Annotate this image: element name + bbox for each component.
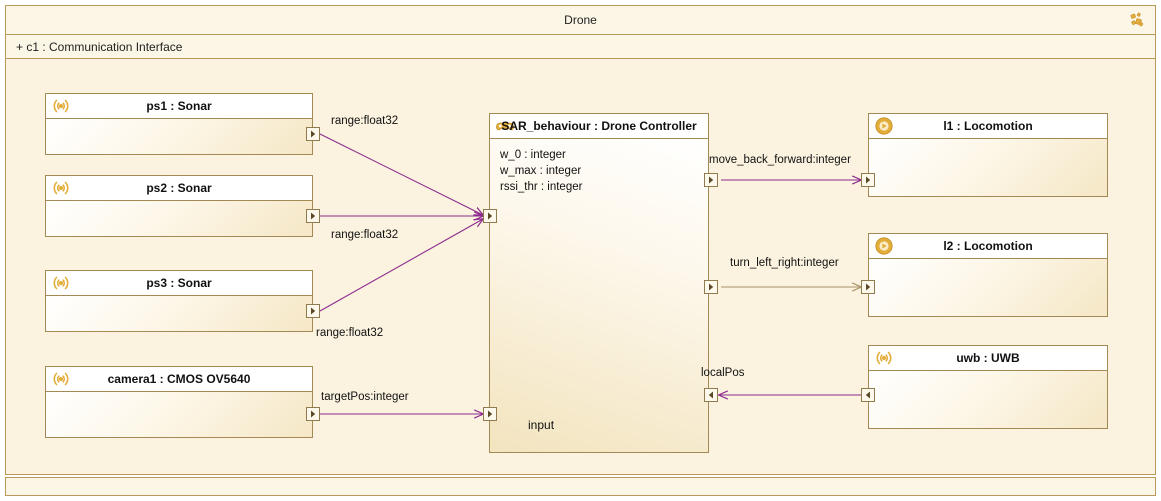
block-l2-header: l2 : Locomotion <box>869 234 1107 259</box>
controller-property: w_max : integer <box>500 165 582 177</box>
gear-icon[interactable] <box>1127 10 1149 32</box>
play-circle-icon <box>873 236 895 256</box>
frame-property-label: + c1 : Communication Interface <box>16 40 183 54</box>
block-ps2-header: ps2 : Sonar <box>46 176 312 201</box>
signal-wave-icon <box>50 273 72 293</box>
block-ps3-label: ps3 : Sonar <box>146 276 212 290</box>
port-controller-turn-out[interactable] <box>704 280 718 294</box>
play-circle-icon <box>873 116 895 136</box>
signal-wave-icon <box>50 96 72 116</box>
block-ps1-header: ps1 : Sonar <box>46 94 312 119</box>
edge-label-ps1-range: range:float32 <box>331 115 399 127</box>
controller-property: w_0 : integer <box>500 149 566 161</box>
edge-label-ps3-range: range:float32 <box>316 327 384 339</box>
port-ps1-out[interactable] <box>306 127 320 141</box>
controller-input-label: input <box>528 418 555 432</box>
block-uwb[interactable]: uwb : UWB <box>868 345 1108 429</box>
block-camera1-header: camera1 : CMOS OV5640 <box>46 367 312 392</box>
signal-wave-icon <box>50 369 72 389</box>
signal-wave-icon <box>50 178 72 198</box>
block-camera1[interactable]: camera1 : CMOS OV5640 <box>45 366 313 438</box>
port-uwb-out[interactable] <box>861 388 875 402</box>
frame-title-bar: Drone <box>5 5 1156 35</box>
block-drone-controller[interactable]: SAR_behaviour : Drone Controller w_0 : i… <box>489 113 709 453</box>
block-uwb-label: uwb : UWB <box>956 351 1020 365</box>
block-ps3[interactable]: ps3 : Sonar <box>45 270 313 332</box>
edge-label-localpos: localPos <box>701 367 745 379</box>
block-ps3-header: ps3 : Sonar <box>46 271 312 296</box>
block-ps1-body <box>46 119 312 154</box>
block-controller-label: SAR_behaviour : Drone Controller <box>501 119 697 133</box>
controller-property: rssi_thr : integer <box>500 181 583 193</box>
edge-label-ps2-range: range:float32 <box>331 229 399 241</box>
signal-wave-icon <box>873 348 895 368</box>
block-l1-body <box>869 139 1107 196</box>
port-controller-input[interactable] <box>483 209 497 223</box>
port-camera1-out[interactable] <box>306 407 320 421</box>
block-l2[interactable]: l2 : Locomotion <box>868 233 1108 317</box>
block-camera1-label: camera1 : CMOS OV5640 <box>107 372 251 386</box>
block-uwb-header: uwb : UWB <box>869 346 1107 371</box>
block-controller-header: SAR_behaviour : Drone Controller <box>490 114 708 139</box>
block-camera1-body <box>46 392 312 437</box>
port-ps2-out[interactable] <box>306 209 320 223</box>
block-ps1[interactable]: ps1 : Sonar <box>45 93 313 155</box>
port-ps3-out[interactable] <box>306 304 320 318</box>
edge-label-move-back-forward: move_back_forward:integer <box>709 154 851 166</box>
port-controller-targetpos-in[interactable] <box>483 407 497 421</box>
edge-label-camera-targetpos: targetPos:integer <box>321 391 409 403</box>
port-controller-localpos-in[interactable] <box>704 388 718 402</box>
block-l2-body <box>869 259 1107 316</box>
block-controller-body: w_0 : integer w_max : integer rssi_thr :… <box>490 139 708 452</box>
controller-properties: w_0 : integer w_max : integer rssi_thr :… <box>500 147 582 195</box>
gamepad-icon <box>494 116 516 136</box>
port-l1-in[interactable] <box>861 173 875 187</box>
block-l1-label: l1 : Locomotion <box>943 119 1033 133</box>
block-ps3-body <box>46 296 312 331</box>
frame-footer-bar <box>5 477 1156 496</box>
port-l2-in[interactable] <box>861 280 875 294</box>
block-ps1-label: ps1 : Sonar <box>146 99 212 113</box>
block-l1[interactable]: l1 : Locomotion <box>868 113 1108 197</box>
edge-label-turn-left-right: turn_left_right:integer <box>730 257 839 269</box>
block-uwb-body <box>869 371 1107 428</box>
block-l1-header: l1 : Locomotion <box>869 114 1107 139</box>
block-ps2-body <box>46 201 312 236</box>
block-l2-label: l2 : Locomotion <box>943 239 1033 253</box>
page-title: Drone <box>564 13 597 27</box>
block-ps2[interactable]: ps2 : Sonar <box>45 175 313 237</box>
block-ps2-label: ps2 : Sonar <box>146 181 212 195</box>
frame-property-row: + c1 : Communication Interface <box>5 35 1156 59</box>
port-controller-move-out[interactable] <box>704 173 718 187</box>
